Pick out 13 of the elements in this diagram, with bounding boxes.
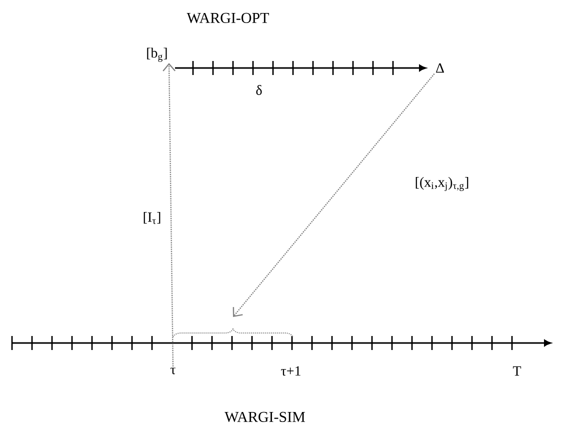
tick-label: τ+1	[281, 366, 300, 376]
arrow	[232, 73, 435, 317]
axis-label: δ	[256, 85, 262, 95]
axis-label: [b$_{g}$]	[147, 48, 167, 62]
edge-label: [(x$_{i}$,x$_{j}$)$_{τ,g}$]	[414, 176, 470, 192]
edge-label: [I$_{τ}$]	[142, 211, 162, 225]
model-name: WARGI-OPT	[186, 12, 269, 24]
axis-label: Δ	[436, 63, 444, 73]
tick-label: T	[512, 366, 522, 376]
arrow	[162, 63, 176, 367]
model-name: WARGI-SIM	[224, 412, 305, 422]
curly-brace	[172, 328, 294, 338]
tick-label: τ	[170, 368, 176, 374]
